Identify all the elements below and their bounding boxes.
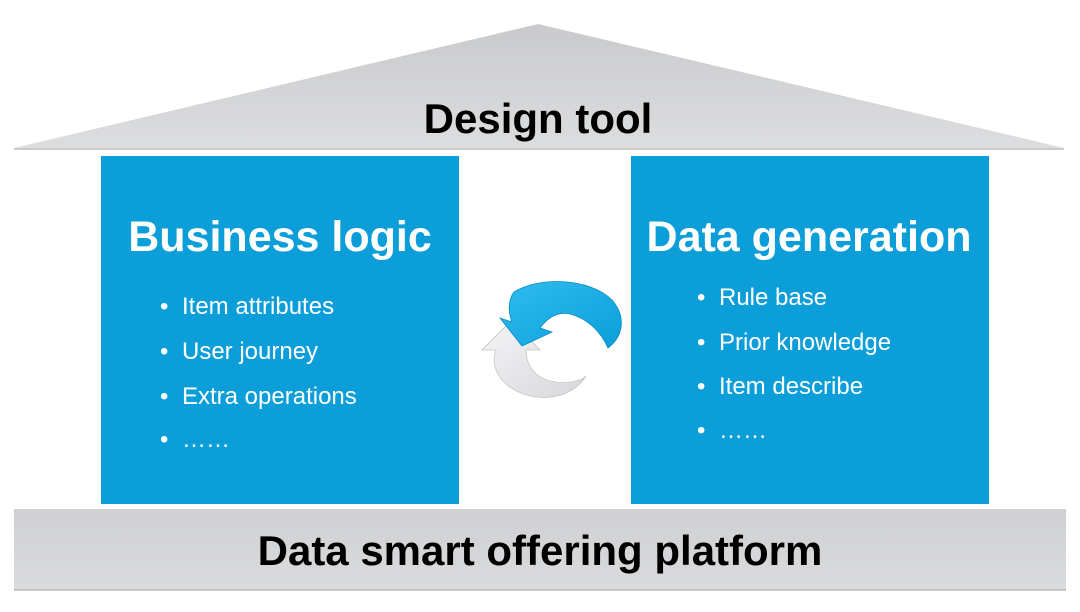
pillar-data-generation-title: Data generation	[647, 213, 972, 261]
pillar-business-logic-box	[101, 156, 459, 504]
base-bar	[14, 509, 1066, 590]
list-item: Prior knowledge	[719, 329, 891, 356]
roof-title: Design tool	[424, 95, 653, 142]
list-item: ……	[719, 417, 767, 444]
bullet-dot: •	[697, 417, 705, 444]
list-item: Extra operations	[182, 383, 357, 410]
list-item: ……	[182, 426, 230, 453]
base-title: Data smart offering platform	[258, 527, 823, 574]
list-item: User journey	[182, 338, 318, 365]
refresh-cycle-icon	[481, 281, 622, 398]
bullet-dot: •	[697, 284, 705, 311]
cycle-arrow-bottom-icon	[481, 319, 587, 398]
pillar-business-logic: Business logic • Item attributes • User …	[101, 156, 459, 504]
roof-shape	[14, 24, 1064, 148]
pillar-data-generation: Data generation • Rule base • Prior know…	[631, 156, 989, 504]
cycle-arrow-top-icon	[498, 281, 622, 349]
bullet-dot: •	[160, 426, 168, 453]
pillar-data-generation-box	[631, 156, 989, 504]
list-item: Item attributes	[182, 293, 334, 320]
list-item: Item describe	[719, 373, 863, 400]
bullet-dot: •	[160, 338, 168, 365]
pillar-business-logic-title: Business logic	[128, 213, 431, 261]
list-item: Rule base	[719, 284, 827, 311]
bullet-dot: •	[160, 383, 168, 410]
bullet-dot: •	[697, 373, 705, 400]
bullet-dot: •	[697, 329, 705, 356]
bullet-dot: •	[160, 293, 168, 320]
